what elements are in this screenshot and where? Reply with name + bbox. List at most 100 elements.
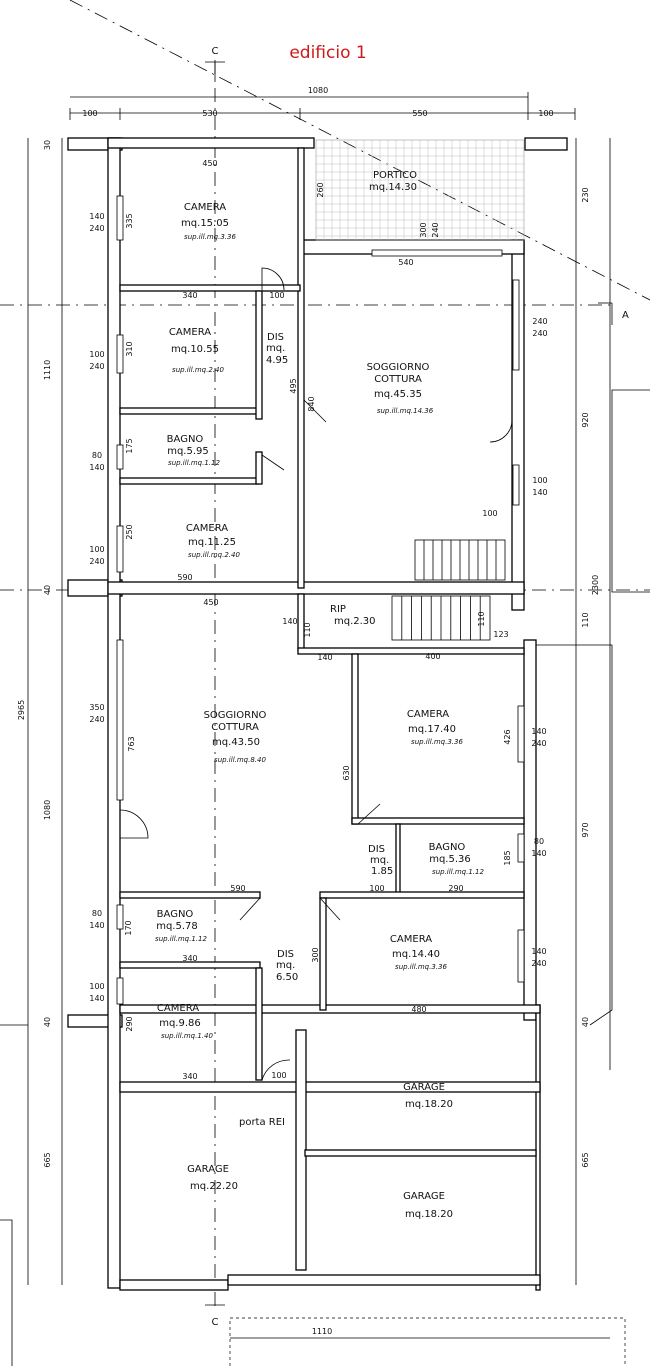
svg-text:CAMERA: CAMERA [186, 523, 228, 534]
room-camera-2: CAMERA mq.10.55 sup.ill.mq.2.40 [169, 327, 225, 374]
svg-text:140: 140 [89, 463, 104, 472]
dim-top-right: 100 [538, 109, 553, 118]
dim-right-2300: 2300 [591, 575, 600, 595]
room-bagno-3: BAGNO mq.5.78 sup.ill.mq.1.12 [155, 909, 207, 943]
room-garage-3: GARAGE mq.18.20 [403, 1191, 453, 1220]
svg-text:240: 240 [431, 222, 440, 237]
windows [116, 195, 525, 1005]
room-soggiorno-2: SOGGIORNO COTTURA mq.43.50 sup.ill.mq.8.… [204, 710, 267, 764]
svg-text:COTTURA: COTTURA [374, 374, 422, 385]
room-camera-5: CAMERA mq.14.40 sup.ill.mq.3.36 [390, 934, 448, 971]
svg-text:6.50: 6.50 [276, 972, 298, 983]
section-c-top-label: C [212, 46, 219, 57]
svg-text:300: 300 [311, 947, 320, 962]
svg-text:140: 140 [531, 727, 546, 736]
svg-text:290: 290 [125, 1016, 134, 1031]
svg-text:mq.22.20: mq.22.20 [190, 1181, 238, 1192]
svg-text:340: 340 [182, 291, 197, 300]
svg-text:80: 80 [92, 451, 102, 460]
site-outlines [0, 389, 650, 1366]
svg-text:310: 310 [125, 341, 134, 356]
svg-text:140: 140 [531, 947, 546, 956]
svg-text:mq.18.20: mq.18.20 [405, 1209, 453, 1220]
svg-text:340: 340 [182, 1072, 197, 1081]
svg-text:BAGNO: BAGNO [157, 909, 194, 920]
dim-left-1110: 1110 [43, 360, 52, 380]
portico-tiles [316, 140, 524, 240]
svg-text:140: 140 [531, 849, 546, 858]
dim-top-mid-right: 550 [412, 109, 427, 118]
svg-text:RIP: RIP [330, 604, 346, 615]
svg-text:sup.ill.mq.3.36: sup.ill.mq.3.36 [184, 233, 236, 241]
room-camera-6: CAMERA mq.9.86 sup.ill.mq.1.40 [157, 1003, 214, 1040]
dim-left-1080: 1080 [43, 800, 52, 820]
svg-text:mq.45.35: mq.45.35 [374, 389, 422, 400]
dim-right-110: 110 [581, 612, 590, 627]
svg-text:335: 335 [125, 213, 134, 228]
svg-text:DIS: DIS [267, 332, 284, 343]
svg-text:140: 140 [282, 617, 297, 626]
svg-text:GARAGE: GARAGE [403, 1082, 445, 1093]
svg-text:PORTICO: PORTICO [373, 170, 417, 181]
svg-text:175: 175 [125, 438, 134, 453]
svg-text:BAGNO: BAGNO [167, 434, 204, 445]
dim-top-mid-left: 530 [202, 109, 217, 118]
svg-text:340: 340 [182, 954, 197, 963]
svg-text:300: 300 [419, 222, 428, 237]
svg-text:mq.11.25: mq.11.25 [188, 537, 236, 548]
plan-title: edificio 1 [289, 43, 366, 63]
svg-text:480: 480 [411, 1005, 426, 1014]
room-camera-1: CAMERA mq.15.05 sup.ill.mq.3.36 [181, 202, 236, 241]
svg-text:mq.17.40: mq.17.40 [408, 724, 456, 735]
dim-top-left: 100 [82, 109, 97, 118]
svg-text:450: 450 [203, 598, 218, 607]
svg-text:240: 240 [89, 224, 104, 233]
room-camera-3: CAMERA mq.11.25 sup.ill.mq.2.40 [186, 523, 241, 559]
svg-text:DIS: DIS [368, 844, 385, 855]
room-bagno-1: BAGNO mq.5.95 sup.ill.mq.1.12 [167, 434, 221, 467]
svg-text:mq.5.95: mq.5.95 [167, 446, 209, 457]
svg-text:110: 110 [303, 622, 312, 637]
svg-text:100: 100 [532, 476, 547, 485]
dim-right-40: 40 [581, 1017, 590, 1027]
dim-right-230: 230 [581, 187, 590, 202]
svg-text:mq.5.78: mq.5.78 [156, 921, 198, 932]
svg-text:250: 250 [125, 524, 134, 539]
svg-text:260: 260 [316, 182, 325, 197]
svg-text:80: 80 [92, 909, 102, 918]
svg-text:110: 110 [477, 611, 486, 626]
building-walls [67, 137, 568, 1291]
svg-text:mq.: mq. [370, 855, 389, 866]
dim-right-970: 970 [581, 822, 590, 837]
svg-text:mq.: mq. [276, 960, 295, 971]
svg-text:123: 123 [493, 630, 508, 639]
stair-treads-upper [423, 540, 497, 580]
svg-text:sup.ill.mq.1.12: sup.ill.mq.1.12 [432, 868, 484, 876]
svg-text:CAMERA: CAMERA [184, 202, 226, 213]
svg-text:140: 140 [89, 994, 104, 1003]
svg-text:185: 185 [503, 850, 512, 865]
svg-text:240: 240 [89, 362, 104, 371]
svg-text:mq.14.30: mq.14.30 [369, 182, 417, 193]
svg-text:sup.ill.mq.14.36: sup.ill.mq.14.36 [377, 407, 434, 415]
dim-right-920: 920 [581, 412, 590, 427]
svg-text:630: 630 [342, 765, 351, 780]
svg-text:mq.5.36: mq.5.36 [429, 854, 471, 865]
svg-text:SOGGIORNO: SOGGIORNO [204, 710, 267, 721]
dim-left-30: 30 [43, 140, 52, 150]
svg-text:COTTURA: COTTURA [211, 722, 259, 733]
svg-text:sup.ill.mq.2.40: sup.ill.mq.2.40 [188, 551, 240, 559]
dim-top-total: 1080 [308, 86, 328, 95]
stair-treads-lower [401, 596, 481, 640]
svg-text:590: 590 [230, 884, 245, 893]
room-rip: RIP mq.2.30 [330, 604, 376, 627]
svg-text:1.85: 1.85 [371, 866, 393, 877]
svg-text:495: 495 [289, 378, 298, 393]
svg-text:140: 140 [89, 921, 104, 930]
door-swings [119, 267, 513, 1081]
svg-text:sup.ill.mq.2.40: sup.ill.mq.2.40 [172, 366, 224, 374]
svg-text:mq.: mq. [266, 343, 285, 354]
room-garage-2: GARAGE mq.22.20 [187, 1164, 238, 1192]
dim-right-665: 665 [581, 1152, 590, 1167]
